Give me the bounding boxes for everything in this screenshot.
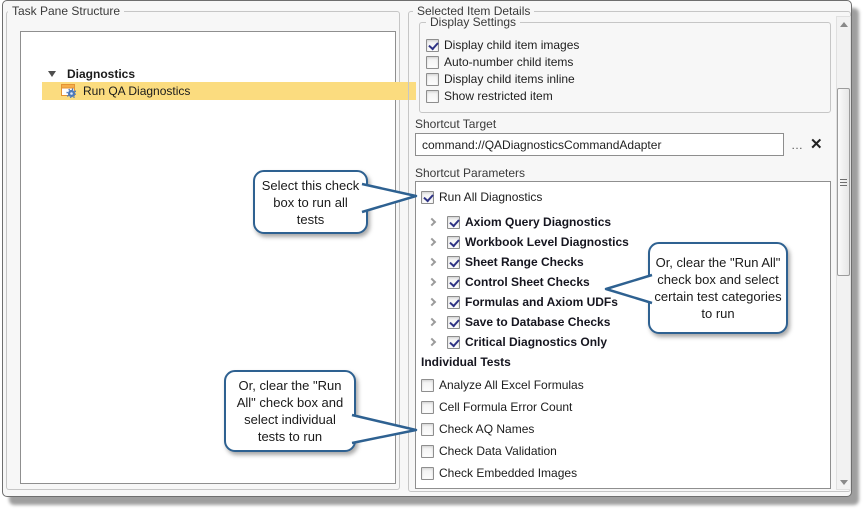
param-category-sheet-range-checks[interactable]: Sheet Range Checks [429, 254, 584, 270]
param-category-workbook-level-diagnostics[interactable]: Workbook Level Diagnostics [429, 234, 629, 250]
chevron-right-icon[interactable] [428, 218, 436, 226]
checkbox[interactable] [421, 379, 434, 392]
chevron-right-icon[interactable] [428, 258, 436, 266]
tree-item-run-qa-diagnostics[interactable]: Run QA Diagnostics [42, 82, 416, 100]
callout-tail-left [604, 272, 654, 306]
param-label: Check Data Validation [439, 444, 557, 458]
checkbox[interactable] [447, 276, 460, 289]
vertical-scrollbar[interactable] [836, 16, 851, 490]
option-auto-number-child-items[interactable]: Auto-number child items [426, 55, 573, 69]
callout-text: Or, clear the "Run All" check box and se… [654, 254, 782, 322]
shortcut-parameters-label: Shortcut Parameters [415, 166, 525, 180]
callout-text: Select this check box to run all tests [261, 177, 361, 228]
param-label: Sheet Range Checks [465, 255, 584, 269]
checkbox[interactable] [421, 423, 434, 436]
scrollbar-thumb[interactable] [837, 88, 850, 276]
checkbox[interactable] [426, 39, 439, 52]
param-label: Analyze All Excel Formulas [439, 378, 584, 392]
checkbox[interactable] [421, 191, 434, 204]
task-pane-item-icon [61, 84, 76, 98]
option-display-child-items-inline[interactable]: Display child items inline [426, 72, 575, 86]
chevron-right-icon[interactable] [428, 298, 436, 306]
param-test-analyze-all-excel-formulas[interactable]: Analyze All Excel Formulas [421, 377, 584, 393]
callout-tail-right [360, 181, 418, 215]
param-label: Critical Diagnostics Only [465, 335, 607, 349]
option-label: Display child item images [444, 38, 579, 52]
callout-run-all-tests: Select this check box to run all tests [253, 170, 368, 234]
param-label: Save to Database Checks [465, 315, 610, 329]
tree-expander-icon[interactable] [48, 71, 56, 77]
param-category-formulas-and-axiom-udfs[interactable]: Formulas and Axiom UDFs [429, 294, 618, 310]
checkbox[interactable] [447, 336, 460, 349]
shortcut-target-input[interactable] [415, 133, 784, 156]
param-label: Workbook Level Diagnostics [465, 235, 629, 249]
param-label: Axiom Query Diagnostics [465, 215, 611, 229]
param-test-cell-formula-error-count[interactable]: Cell Formula Error Count [421, 399, 572, 415]
chevron-right-icon[interactable] [428, 318, 436, 326]
checkbox[interactable] [421, 445, 434, 458]
checkbox[interactable] [426, 90, 439, 103]
param-category-critical-diagnostics-only[interactable]: Critical Diagnostics Only [429, 334, 607, 350]
callout-tail-right [350, 412, 418, 446]
option-show-restricted-item[interactable]: Show restricted item [426, 89, 553, 103]
option-label: Auto-number child items [444, 55, 573, 69]
individual-tests-header: Individual Tests [421, 355, 511, 369]
param-run-all-diagnostics[interactable]: Run All Diagnostics [421, 189, 542, 205]
chevron-right-icon[interactable] [428, 338, 436, 346]
scroll-up-icon[interactable] [837, 17, 850, 31]
param-label: Formulas and Axiom UDFs [465, 295, 618, 309]
param-label: Run All Diagnostics [439, 190, 542, 204]
param-category-control-sheet-checks[interactable]: Control Sheet Checks [429, 274, 590, 290]
checkbox[interactable] [447, 296, 460, 309]
option-label: Display child items inline [444, 72, 575, 86]
callout-individual-tests: Or, clear the "Run All" check box and se… [224, 370, 356, 452]
display-settings-title: Display Settings [426, 15, 520, 29]
scroll-down-icon[interactable] [837, 475, 850, 489]
tree-item-label: Diagnostics [67, 67, 135, 81]
checkbox[interactable] [426, 73, 439, 86]
left-panel-title: Task Pane Structure [8, 4, 124, 18]
checkbox[interactable] [421, 467, 434, 480]
checkbox[interactable] [426, 56, 439, 69]
option-label: Show restricted item [444, 89, 553, 103]
shortcut-target-label: Shortcut Target [415, 117, 496, 131]
param-test-check-embedded-images[interactable]: Check Embedded Images [421, 465, 577, 481]
clear-icon[interactable]: ✕ [810, 135, 823, 153]
param-label: Control Sheet Checks [465, 275, 590, 289]
chevron-right-icon[interactable] [428, 278, 436, 286]
param-label: Check AQ Names [439, 422, 534, 436]
tree-item-diagnostics[interactable]: Diagnostics [42, 65, 416, 83]
param-category-axiom-query-diagnostics[interactable]: Axiom Query Diagnostics [429, 214, 611, 230]
checkbox[interactable] [421, 401, 434, 414]
checkbox[interactable] [447, 216, 460, 229]
param-label: Check Embedded Images [439, 466, 577, 480]
param-test-check-data-validation[interactable]: Check Data Validation [421, 443, 557, 459]
browse-button[interactable]: … [791, 138, 804, 152]
chevron-right-icon[interactable] [428, 238, 436, 246]
checkbox[interactable] [447, 256, 460, 269]
checkbox[interactable] [447, 236, 460, 249]
checkbox[interactable] [447, 316, 460, 329]
tree-item-label: Run QA Diagnostics [83, 84, 190, 98]
callout-text: Or, clear the "Run All" check box and se… [230, 377, 350, 445]
option-display-child-item-images[interactable]: Display child item images [426, 38, 579, 52]
param-category-save-to-database-checks[interactable]: Save to Database Checks [429, 314, 610, 330]
param-label: Cell Formula Error Count [439, 400, 572, 414]
callout-test-categories: Or, clear the "Run All" check box and se… [648, 242, 788, 334]
param-test-check-aq-names[interactable]: Check AQ Names [421, 421, 534, 437]
